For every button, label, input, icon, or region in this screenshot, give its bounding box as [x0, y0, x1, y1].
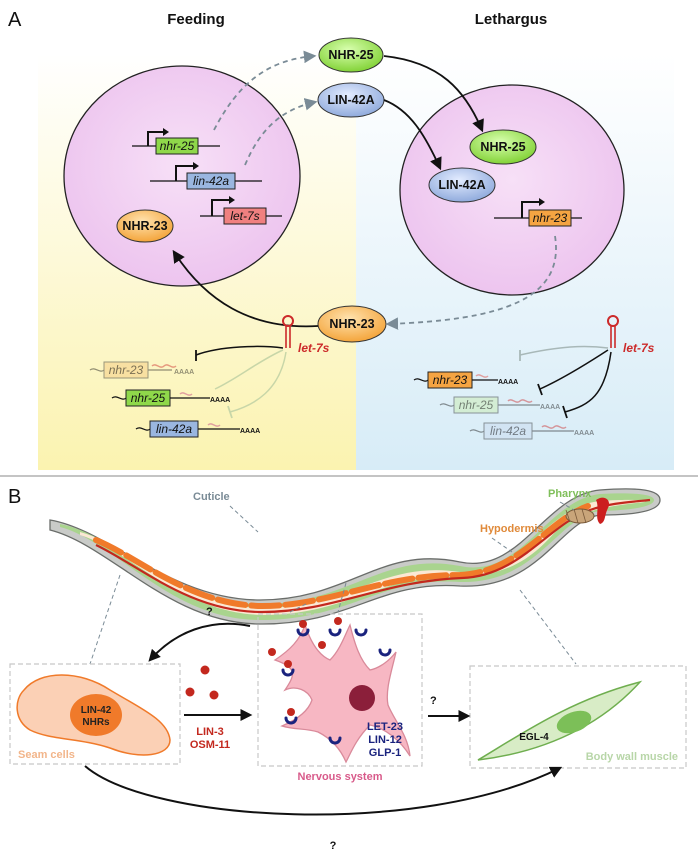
feeding-repress-nhr23	[195, 345, 284, 356]
gene-label-let-7s: let-7s	[230, 209, 259, 223]
panel-a-letter: A	[8, 9, 22, 31]
lethargus-mrna-nhr-25-label: nhr-25	[459, 398, 494, 412]
feeding-gene-let-7s: let-7s	[200, 196, 282, 225]
label-nervous-system: Nervous system	[298, 771, 383, 783]
lethargus-polya-nhr-23: AAAA	[498, 379, 518, 386]
leader-hypodermis	[491, 537, 513, 553]
seam-nucleus-line1: LIN-42	[81, 705, 112, 716]
gene-label-nhr-23: nhr-23	[533, 211, 568, 225]
feeding-polya-nhr-25: AAAA	[210, 397, 230, 404]
question-nervous-seam: ?	[206, 606, 213, 618]
receptor-let-23: LET-23	[367, 721, 403, 733]
feeding-let7-label: let-7s	[298, 341, 330, 355]
leader-seam	[89, 574, 121, 665]
feeding-protein-nhr-23	[116, 209, 174, 243]
muscle-nucleus	[556, 710, 592, 734]
arrow-seam-to-muscle	[84, 765, 563, 816]
ligand-osm-11: OSM-11	[190, 739, 230, 751]
lethargus-gene-nhr-23: nhr-23	[494, 198, 582, 227]
neuron-nucleus	[349, 685, 375, 711]
receptor-glp-1: GLP-1	[369, 747, 401, 759]
lethargus-let7-hairpin	[607, 315, 619, 348]
top-protein-lin-42a-label: LIN-42A	[327, 93, 374, 107]
ligand-dots-nervous	[268, 617, 342, 716]
neuron	[273, 622, 411, 764]
feeding-mrna-nhr-25-label: nhr-25	[131, 391, 166, 405]
lethargus-repress-lin42a	[564, 351, 612, 413]
top-protein-nhr-25	[318, 37, 384, 73]
lethargus-protein-nhr-25	[469, 129, 537, 165]
nervous-system-box	[257, 613, 423, 767]
feeding-header: Feeding	[167, 11, 225, 28]
lethargus-repress-nhr25	[539, 349, 609, 390]
leader-pharynx	[559, 501, 575, 511]
leader-cuticle	[229, 505, 259, 533]
feeding-mrna-nhr-23-label: nhr-23	[109, 363, 144, 377]
feeding-repress-nhr25	[214, 349, 284, 390]
lethargus-protein-lin-42a	[428, 167, 496, 203]
lethargus-repress-nhr25-bar	[537, 383, 543, 396]
lethargus-mrna-lin-42a-label: lin-42a	[490, 424, 526, 438]
label-pharynx: Pharynx	[548, 488, 592, 500]
feeding-protein-nhr-23-label: NHR-23	[122, 219, 167, 233]
seam-nucleus	[70, 694, 122, 736]
arrow-nhr23-import	[172, 249, 319, 328]
feeding-let7-hairpin	[282, 315, 294, 348]
feeding-polya-lin-42a: AAAA	[240, 428, 260, 435]
feeding-gene-nhr-25: nhr-25	[132, 128, 220, 155]
lethargus-mrna-nhr-23: AAAA	[413, 371, 518, 389]
leader-muscle	[519, 589, 577, 665]
feeding-mrna-nhr-23: AAAA	[89, 361, 194, 379]
receptor-lin-12: LIN-12	[368, 734, 402, 746]
panel-b-letter: B	[8, 486, 21, 508]
feeding-gene-lin-42a: lin-42a	[150, 162, 262, 190]
question-nervous-muscle: ?	[430, 695, 437, 707]
arrow-lin42a-import	[383, 99, 442, 171]
lethargus-let7-label: let-7s	[623, 341, 655, 355]
lethargus-protein-lin-42a-label: LIN-42A	[438, 178, 485, 192]
arrow-nhr23-translation	[385, 235, 557, 330]
arrow-nervous-to-seam	[148, 622, 251, 662]
worm	[49, 488, 661, 625]
lethargus-protein-nhr-25-label: NHR-25	[480, 140, 525, 154]
ligand-lin-3: LIN-3	[196, 726, 224, 738]
arrow-lin42a-translation	[244, 98, 318, 166]
leader-nervous-left	[289, 603, 307, 613]
label-body-wall-muscle: Body wall muscle	[586, 751, 678, 763]
top-protein-nhr-25-label: NHR-25	[328, 48, 373, 62]
lethargus-nucleus	[399, 84, 625, 296]
lethargus-mrna-nhr-23-label: nhr-23	[433, 373, 468, 387]
lethargus-repress-nhr23	[519, 345, 609, 356]
feeding-mrna-lin-42a: AAAA	[135, 420, 260, 438]
feeding-polya-nhr-23: AAAA	[174, 369, 194, 376]
feeding-mrna-nhr-25: AAAA	[111, 389, 230, 407]
label-cuticle: Cuticle	[193, 491, 230, 503]
lethargus-mrna-lin-42a: AAAA	[469, 422, 594, 440]
lethargus-polya-nhr-25: AAAA	[540, 404, 560, 411]
seam-nucleus-line2: NHRs	[82, 717, 110, 728]
receptor-icons	[281, 628, 392, 745]
leader-nervous-right	[337, 582, 347, 613]
arrow-nhr25-import	[383, 55, 484, 133]
feeding-mrna-lin-42a-label: lin-42a	[156, 422, 192, 436]
question-seam-muscle: ?	[330, 840, 337, 852]
seam-cells-box	[9, 663, 181, 765]
lethargus-polya-lin-42a: AAAA	[574, 430, 594, 437]
label-seam-cells: Seam cells	[18, 749, 75, 761]
lethargus-repress-lin42a-bar	[562, 405, 568, 419]
gene-label-lin-42a: lin-42a	[193, 174, 229, 188]
shuttle-protein-nhr-23-label: NHR-23	[329, 317, 374, 331]
lethargus-mrna-nhr-25: AAAA	[439, 396, 560, 414]
feeding-nucleus	[63, 65, 301, 287]
lethargus-header: Lethargus	[475, 11, 548, 28]
ligand-dots-free	[185, 665, 219, 700]
feeding-repress-lin42a	[229, 351, 287, 413]
feeding-repress-lin42a-bar	[227, 405, 233, 419]
muscle-gene-egl-4: EGL-4	[519, 732, 549, 743]
gene-label-nhr-25: nhr-25	[160, 139, 195, 153]
label-hypodermis: Hypodermis	[480, 523, 544, 535]
